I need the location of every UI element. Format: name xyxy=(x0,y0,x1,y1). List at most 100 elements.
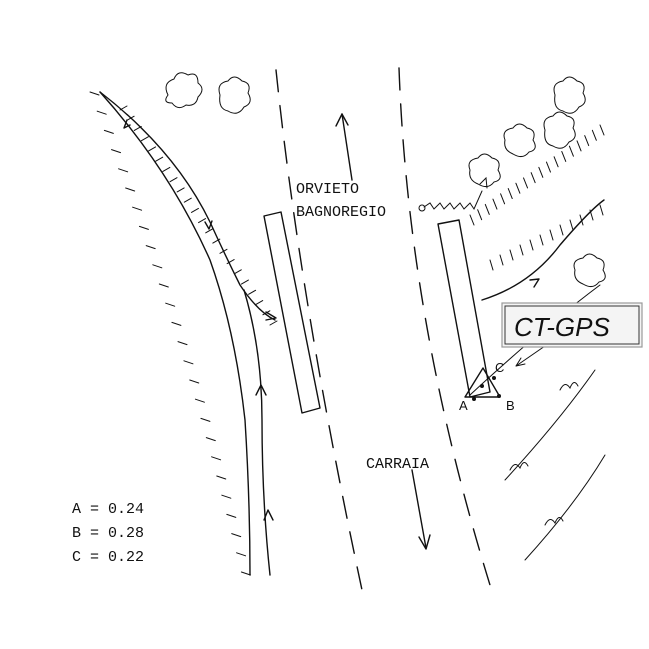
hatch-mark xyxy=(89,91,100,96)
barrier-right xyxy=(437,219,491,398)
ditch-arrow-1 xyxy=(255,384,267,396)
station-label-box: CT-GPS xyxy=(501,302,643,348)
legend: A = 0.24 B = 0.28 C = 0.22 xyxy=(72,501,144,566)
hatch-mark xyxy=(569,219,574,231)
hatch-mark xyxy=(549,229,554,241)
station-name: CT-GPS xyxy=(514,312,610,342)
hatch-mark xyxy=(171,321,182,326)
point-c-label: C xyxy=(495,360,504,375)
hatch-mark xyxy=(477,209,483,221)
hatch-mark xyxy=(576,140,582,152)
road-left-edge xyxy=(275,69,363,591)
point-a-marker xyxy=(472,397,476,401)
hatch-mark xyxy=(523,177,529,189)
direction-south-label: CARRAIA xyxy=(366,456,429,473)
hatch-mark xyxy=(599,204,604,216)
hatch-mark xyxy=(119,105,128,111)
left-embankment xyxy=(89,91,278,576)
station-center-point xyxy=(480,384,484,388)
hatch-mark xyxy=(519,244,524,256)
arrow-south-head xyxy=(418,534,431,550)
point-b-marker xyxy=(497,394,501,398)
gps-station: A B C xyxy=(459,345,546,413)
embankment-arrow-3 xyxy=(265,311,277,321)
hatch-mark xyxy=(559,224,564,236)
hatch-mark xyxy=(177,341,188,346)
hatch-mark xyxy=(599,124,605,136)
station-label-inner xyxy=(504,305,640,345)
hatch-mark xyxy=(152,264,163,269)
hatch-mark xyxy=(169,177,178,183)
hatch-mark xyxy=(221,494,232,499)
bush-icon xyxy=(165,72,203,109)
road-edges xyxy=(275,67,491,591)
hatch-mark xyxy=(205,228,214,234)
right-embankment-arrow xyxy=(529,278,540,288)
embankment-arrow-2 xyxy=(204,220,213,230)
slope-line-1 xyxy=(504,369,596,481)
hatch-mark xyxy=(231,533,242,538)
hatch-mark xyxy=(145,245,156,250)
bush-icon xyxy=(573,253,606,288)
point-c-marker xyxy=(492,376,496,380)
hatch-mark xyxy=(233,269,242,275)
direction-arrows xyxy=(335,113,431,550)
bush-icon xyxy=(218,76,251,114)
hatch-mark xyxy=(262,310,271,316)
arrow-north-head xyxy=(335,113,349,127)
zigzag-pointer xyxy=(423,190,483,211)
pointer-origin xyxy=(418,204,426,212)
station-leader-line xyxy=(515,345,546,367)
legend-item-b: B = 0.28 xyxy=(72,525,144,542)
vegetation xyxy=(165,72,606,288)
direction-north-line2: BAGNOREGIO xyxy=(296,204,386,221)
hatch-mark xyxy=(165,302,176,307)
hatch-mark xyxy=(568,145,574,157)
arrow-south xyxy=(411,469,427,549)
hatch-mark xyxy=(509,249,514,261)
hatch-mark xyxy=(205,437,216,442)
hatch-mark xyxy=(530,172,536,184)
hatch-mark xyxy=(240,279,249,285)
embankment-hatching xyxy=(89,91,278,576)
hatch-mark xyxy=(216,475,227,480)
station-label-frame xyxy=(501,302,643,348)
hatch-mark xyxy=(489,259,494,271)
hatch-mark xyxy=(492,198,498,210)
hatch-mark xyxy=(539,234,544,246)
hatch-mark xyxy=(176,187,185,193)
hatch-mark xyxy=(561,150,567,162)
hatch-mark xyxy=(155,156,164,162)
ditch-arrow-2 xyxy=(263,509,274,521)
hatch-mark xyxy=(226,259,235,265)
pointer-arrow-head xyxy=(479,176,488,189)
hatch-mark xyxy=(126,115,135,121)
hatch-mark xyxy=(200,417,211,422)
hatch-mark xyxy=(138,225,149,230)
hatch-mark xyxy=(255,300,264,306)
hatch-mark xyxy=(226,513,237,518)
ditch-line xyxy=(243,289,271,576)
hatch-mark xyxy=(553,156,559,168)
point-b-label: B xyxy=(506,398,515,413)
hatch-mark xyxy=(162,166,171,172)
embankment-top-line xyxy=(99,91,276,321)
hatch-mark xyxy=(584,135,590,147)
station-triangle xyxy=(464,367,501,398)
hatch-mark xyxy=(183,360,194,365)
hatch-mark xyxy=(132,206,143,211)
hatch-mark xyxy=(183,197,192,203)
grass-tuft-1 xyxy=(509,462,529,471)
hatch-mark xyxy=(140,136,149,142)
barriers xyxy=(263,211,491,414)
legend-item-a: A = 0.24 xyxy=(72,501,144,518)
hatch-mark xyxy=(103,129,114,134)
legend-item-c: C = 0.22 xyxy=(72,549,144,566)
grass-tuft-3 xyxy=(559,382,579,391)
grass-tuft-2 xyxy=(544,517,564,526)
hatch-mark xyxy=(484,203,490,215)
hatch-mark xyxy=(236,552,247,557)
hatch-mark xyxy=(589,209,594,221)
embankment-outer-line xyxy=(99,91,251,576)
